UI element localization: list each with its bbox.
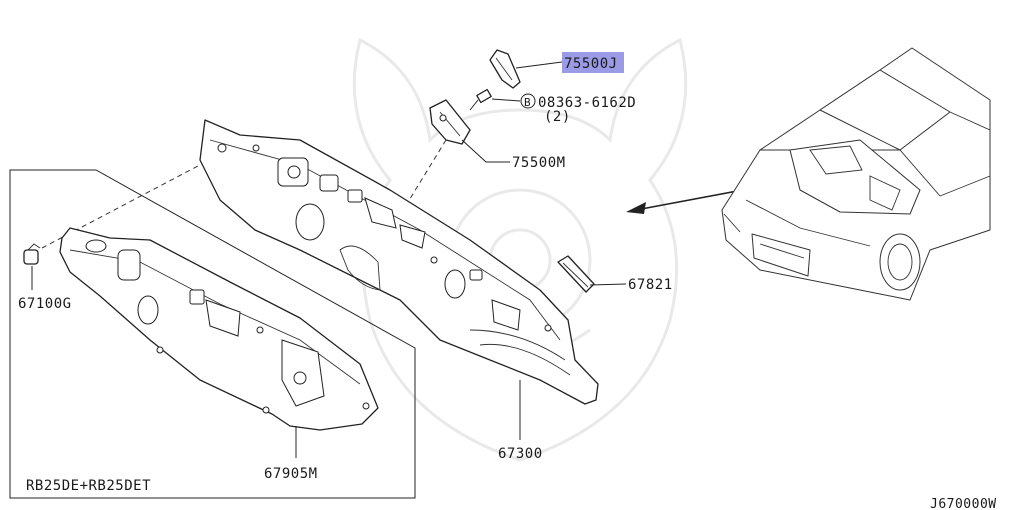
insulator-67905m[interactable]	[59, 227, 379, 431]
leader-67821	[589, 283, 627, 286]
label-75500j[interactable]: 75500J	[564, 56, 618, 72]
location-arrow-head	[626, 202, 646, 214]
seal-67821[interactable]	[557, 255, 595, 293]
label-engine-variant: RB25DE+RB25DET	[26, 478, 151, 494]
label-67300[interactable]: 67300	[498, 446, 543, 462]
clip-67100g[interactable]	[23, 243, 41, 265]
diagram-code: J670000W	[930, 497, 997, 510]
highlight-75500j	[562, 52, 624, 73]
leader-75500j	[515, 61, 563, 69]
vehicle-location-illustration	[721, 47, 991, 301]
label-67100g[interactable]: 67100G	[18, 296, 72, 312]
leader-75500m	[461, 139, 510, 163]
bolt-08363[interactable]	[469, 88, 492, 111]
dash-panel-67300[interactable]	[199, 119, 599, 405]
variant-box-outline	[9, 169, 416, 499]
label-bolt-circle: B	[524, 96, 531, 109]
label-75500m[interactable]: 75500M	[512, 155, 566, 171]
bracket-75500m[interactable]	[429, 99, 471, 145]
bolt-circle-marker	[520, 93, 536, 109]
label-67821[interactable]: 67821	[628, 277, 673, 293]
leader-bolt	[491, 98, 521, 102]
bracket-75500j[interactable]	[489, 49, 521, 89]
label-bolt-qty: (2)	[544, 109, 571, 125]
label-bolt[interactable]: 08363-6162D	[538, 95, 636, 111]
label-67905m[interactable]: 67905M	[264, 466, 318, 482]
